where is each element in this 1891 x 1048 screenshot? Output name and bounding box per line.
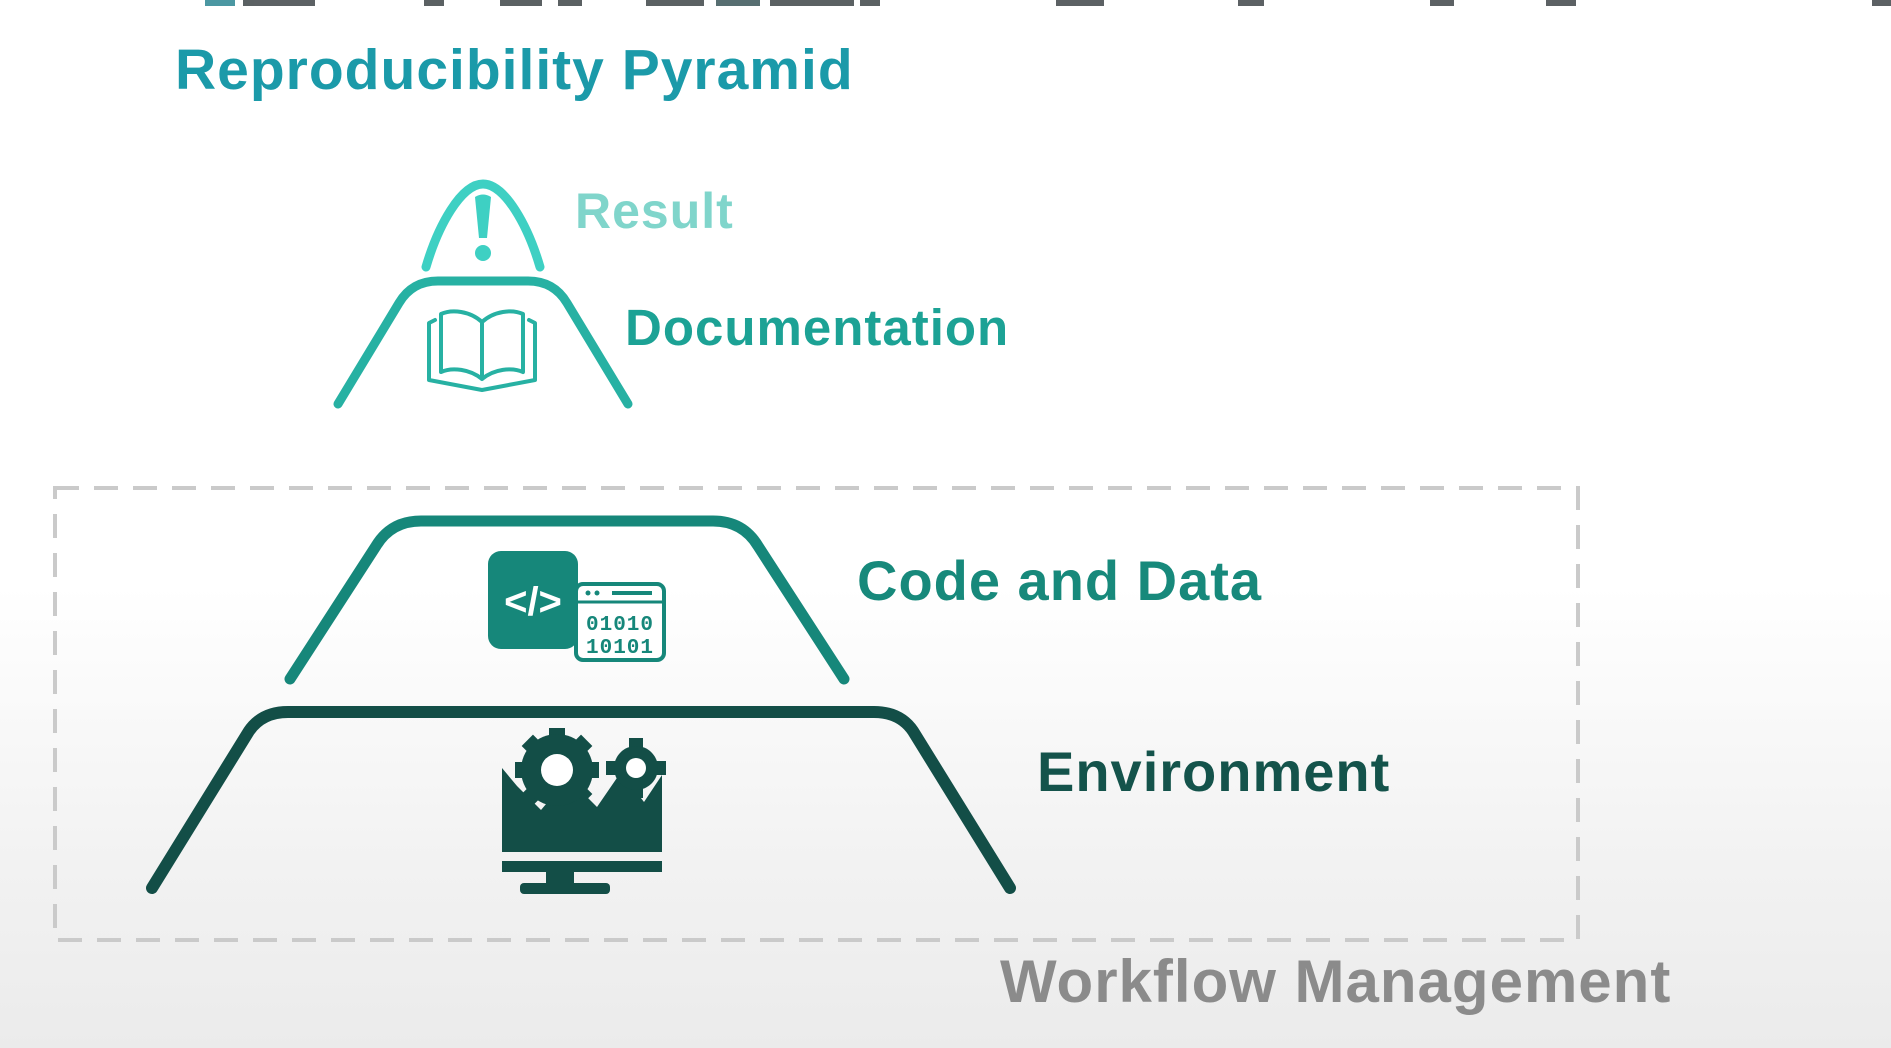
workflow-management-label: Workflow Management bbox=[1000, 948, 1672, 1015]
binary-window: 01010 10101 bbox=[574, 582, 666, 662]
level-label-environment: Environment bbox=[1037, 740, 1391, 803]
level-label-documentation: Documentation bbox=[625, 299, 1010, 356]
result-peak-shape bbox=[421, 179, 545, 272]
code-and-data-trapezoid-shape bbox=[284, 515, 850, 685]
large-gear bbox=[515, 728, 599, 812]
open-book-icon bbox=[427, 309, 537, 392]
cropped-top-content-marks bbox=[205, 0, 1891, 6]
level-label-code-and-data: Code and Data bbox=[857, 549, 1263, 612]
small-gear bbox=[606, 738, 666, 798]
workflow-management-dashed-box bbox=[53, 486, 1580, 942]
code-window-icon: 01010 10101 </> bbox=[488, 551, 666, 662]
documentation-trapezoid-shape bbox=[333, 276, 633, 409]
exclamation-icon bbox=[475, 194, 491, 261]
binary-row-1: 01010 bbox=[586, 614, 654, 637]
level-label-result: Result bbox=[575, 183, 734, 239]
code-glyph: </> bbox=[504, 580, 562, 624]
binary-row-2: 10101 bbox=[586, 637, 654, 660]
monitor-gears-icon bbox=[502, 728, 666, 894]
environment-trapezoid-shape bbox=[146, 706, 1016, 894]
code-box bbox=[488, 551, 578, 649]
page-title: Reproducibility Pyramid bbox=[175, 38, 854, 102]
